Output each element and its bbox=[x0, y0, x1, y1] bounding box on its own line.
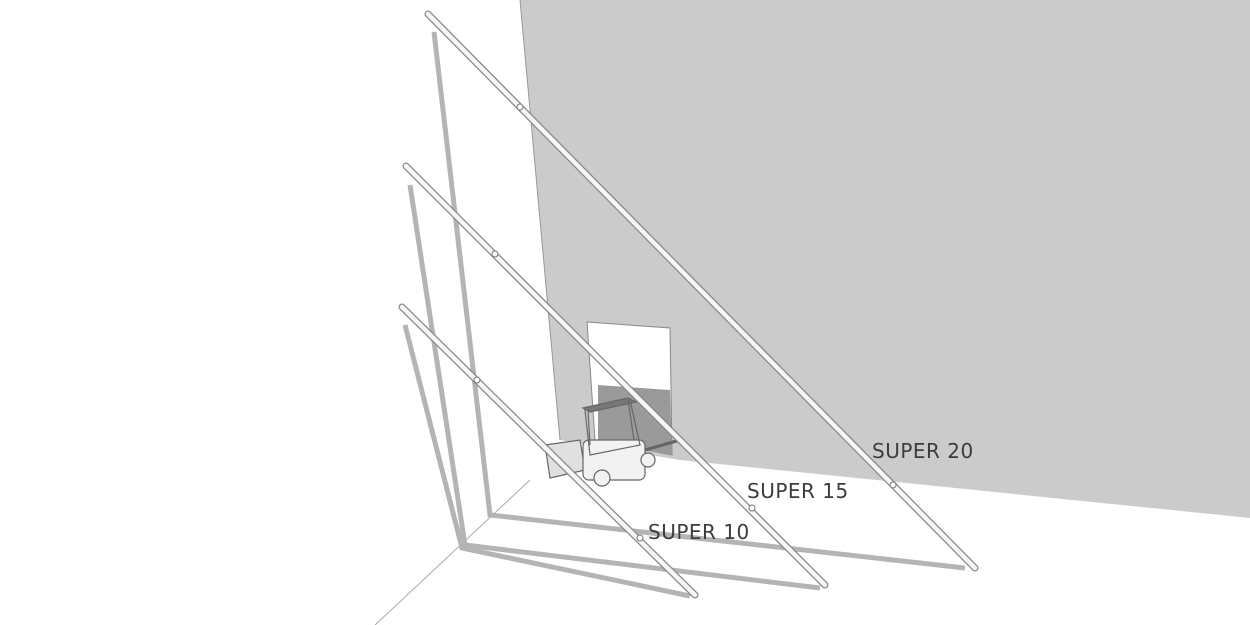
label-super20: SUPER 20 bbox=[872, 439, 974, 463]
back-wall bbox=[520, 0, 1250, 518]
pole-super10 bbox=[398, 303, 699, 599]
shadow-super20 bbox=[431, 31, 966, 571]
pole-super20 bbox=[424, 10, 979, 572]
label-super15: SUPER 15 bbox=[747, 479, 849, 503]
pole-super15 bbox=[402, 162, 829, 589]
shadow-super10 bbox=[402, 324, 691, 599]
poles bbox=[398, 10, 979, 599]
wall-corner-edge bbox=[519, 0, 561, 441]
floor-edge bbox=[374, 479, 531, 625]
pole-shadows bbox=[402, 31, 966, 599]
shadow-super15 bbox=[407, 184, 821, 591]
forklift bbox=[544, 397, 681, 487]
label-super10: SUPER 10 bbox=[648, 520, 750, 544]
